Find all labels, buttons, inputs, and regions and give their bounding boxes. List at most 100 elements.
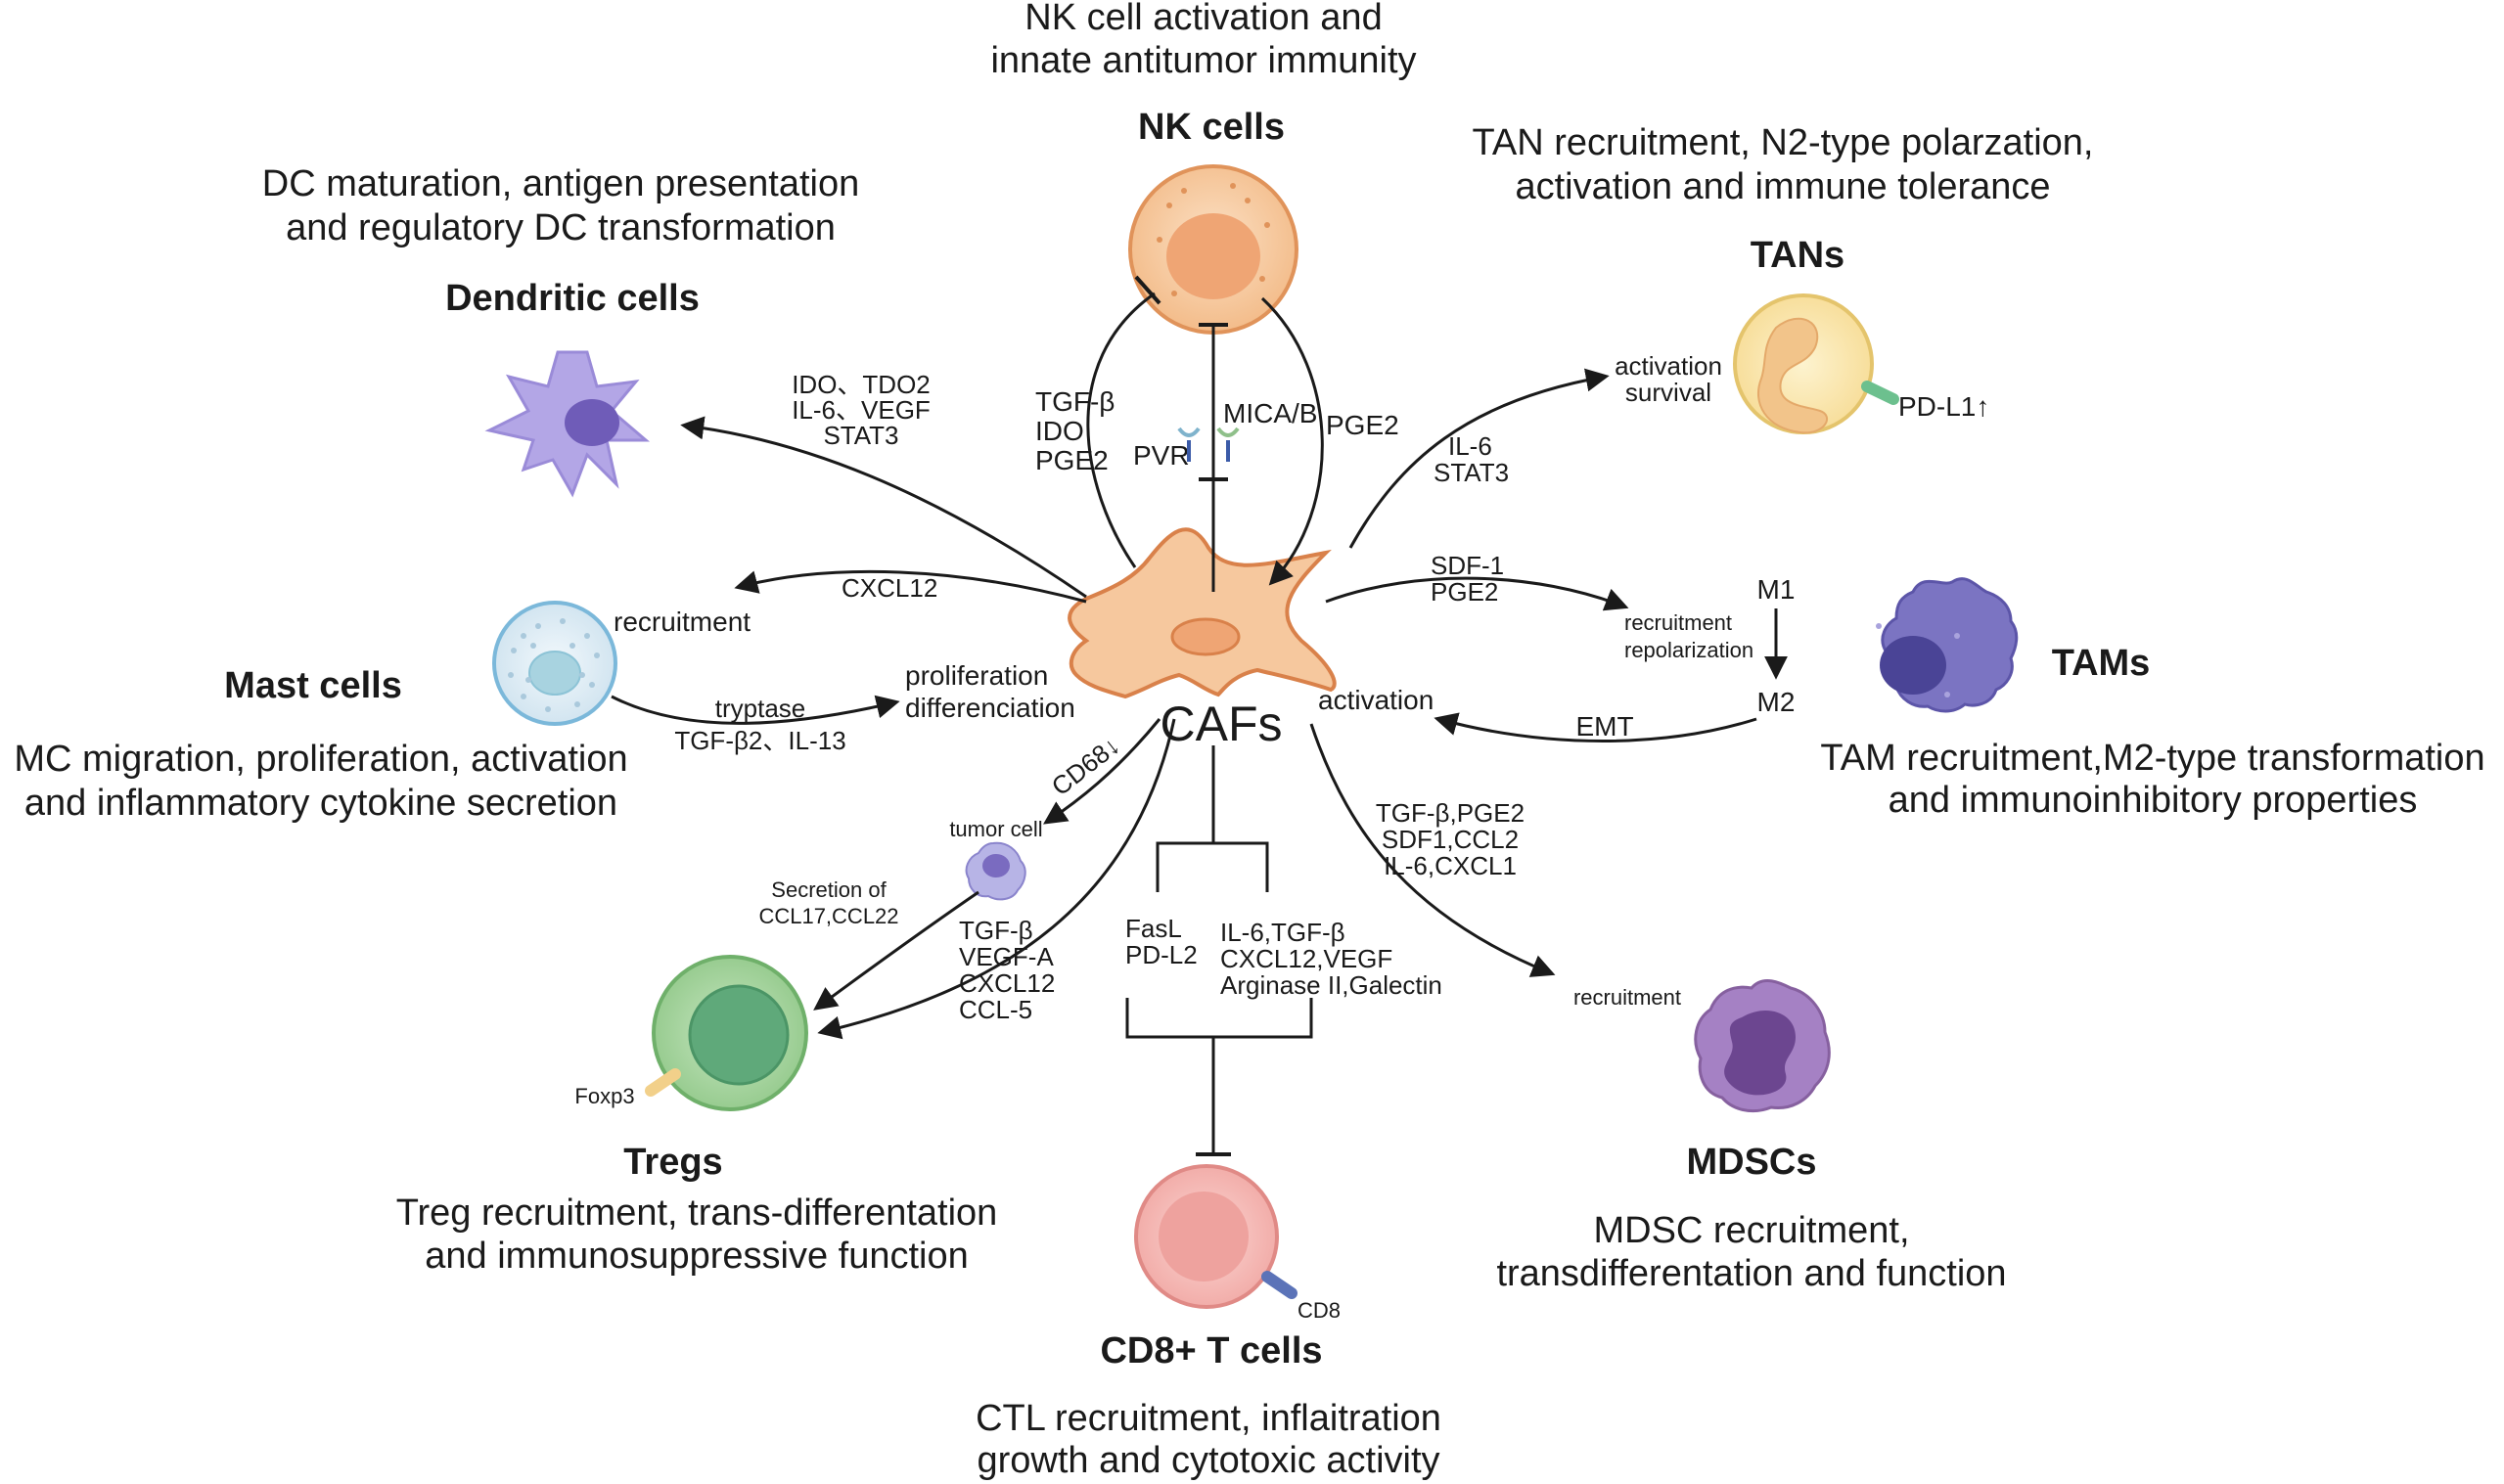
mast-arrow-recruitment [734,569,1087,604]
nk-inhibit-arc-left [1086,292,1156,568]
mast-factor-tgf: TGF-β2、IL-13 [674,726,845,755]
nk-desc-line2: innate antitumor immunity [990,40,1416,81]
cd8-factor-fasl: FasL [1125,914,1182,943]
tams-arrow-recruitment [1325,576,1629,611]
mast-desc-line2: and inflammatory cytokine secretion [24,783,617,824]
tams-m1: M1 [1757,574,1796,605]
receptor-icon [1177,427,1240,462]
nk-cell [1128,164,1298,335]
dc-title: Dendritic cells [445,278,700,319]
tams-activation: activation [1318,685,1434,715]
dc-arrow [680,416,1087,599]
mdsc-desc-line1: MDSC recruitment, [1593,1210,1909,1251]
svg-text:CXCL12: CXCL12 [959,968,1055,998]
mdsc-factors: TGF-β,PGE2 SDF1,CCL2 IL-6,CXCL1 [1376,798,1525,880]
svg-text:IL-6,CXCL1: IL-6,CXCL1 [1384,851,1517,880]
mast-effect-differenciation: differenciation [905,693,1075,723]
tans-title: TANs [1751,235,1844,276]
nk-pge2-label: PGE2 [1326,410,1399,440]
tams-factor-sdf1: SDF-1 [1431,551,1504,580]
pdl1-receptor-icon [1861,381,1899,405]
caf-body [1068,527,1337,699]
cd8-desc-line2: growth and cytotoxic activity [977,1440,1439,1481]
cd8-receptor-icon [1261,1271,1298,1299]
cd8-factor-arginase: Arginase II,Galectin [1220,970,1442,1000]
nk-mica-label: MICA/B [1223,398,1317,428]
treg-cd68: CD68↓ [1046,731,1125,802]
cd8-factor-cxcl12: CXCL12,VEGF [1220,944,1392,973]
treg-arrow-secretion [813,890,979,1011]
tans-arrow [1348,368,1610,549]
foxp3-receptor-icon [645,1068,681,1097]
svg-text:IDO: IDO [1035,416,1084,446]
treg-tumor-label: tumor cell [949,817,1042,841]
tans-desc-line1: TAN recruitment, N2-type polarzation, [1473,122,2094,163]
svg-text:PGE2: PGE2 [1035,445,1109,475]
tans-effect-survival: survival [1625,378,1711,407]
svg-text:TGF-β: TGF-β [1035,386,1115,417]
svg-text:VEGF-A: VEGF-A [959,942,1054,971]
treg-secretion-line2: CCL17,CCL22 [758,904,898,928]
svg-text:CCL-5: CCL-5 [959,995,1032,1024]
tans-effect-activation: activation [1615,351,1722,381]
mast-factor-cxcl12: CXCL12 [842,573,937,603]
nk-left-factors: TGF-β IDO PGE2 [1035,386,1115,475]
caf-label: CAFs [1161,697,1283,751]
mast-factor-tryptase: tryptase [715,694,806,723]
tams-m2: M2 [1757,687,1796,717]
cd8-cell [1134,1164,1279,1309]
dc-factors: IDO、TDO2 IL-6、VEGF STAT3 [792,370,931,450]
mast-title: Mast cells [224,665,402,706]
treg-arrow-cd68 [1043,718,1161,825]
svg-text:TGF-β,PGE2: TGF-β,PGE2 [1376,798,1525,828]
tams-desc-line1: TAM recruitment,M2-type transformation [1820,738,2484,779]
cd8-title: CD8+ T cells [1100,1330,1322,1372]
tams-factor-pge2: PGE2 [1431,577,1498,607]
svg-text:IL-6、VEGF: IL-6、VEGF [792,395,931,425]
svg-text:STAT3: STAT3 [823,421,898,450]
treg-cell [652,955,808,1111]
mast-effect-recruitment: recruitment [614,607,751,637]
mdsc-effect: recruitment [1573,985,1681,1010]
treg-marker: Foxp3 [574,1084,634,1108]
tams-desc-line2: and immunoinhibitory properties [1889,780,2418,821]
mdsc-arrow [1309,723,1556,977]
cd8-factor-il6: IL-6,TGF-β [1220,918,1345,947]
nk-desc-line1: NK cell activation and [1024,0,1382,38]
nk-title: NK cells [1138,107,1285,148]
tans-factor-il6: IL-6 [1448,431,1492,461]
treg-arrow-factors [817,718,1176,1040]
svg-text:TGF-β: TGF-β [959,916,1033,945]
nk-arrow-pge2 [1260,296,1324,586]
mdsc-desc-line2: transdifferentation and function [1496,1253,2006,1294]
nk-pvr-label: PVR [1133,440,1190,471]
tams-emt: EMT [1575,711,1633,742]
treg-title: Tregs [623,1142,722,1183]
dc-desc-line2: and regulatory DC transformation [286,207,836,248]
dendritic-cell [484,350,651,498]
svg-text:SDF1,CCL2: SDF1,CCL2 [1382,825,1519,854]
tan-cell [1733,293,1874,434]
tams-effect-repolarization: repolarization [1624,638,1753,662]
tumor-cell [965,841,1026,901]
tams-arrow-emt [1434,712,1757,742]
tams-effect-recruitment: recruitment [1624,610,1732,635]
treg-secretion-line1: Secretion of [771,877,887,902]
tans-factor-stat3: STAT3 [1434,458,1509,487]
tans-desc-line2: activation and immune tolerance [1515,166,2050,207]
caf-cell [1068,527,1337,699]
mast-arrow-proliferation [611,695,900,725]
tam-cell [1876,577,2019,713]
mast-effect-proliferation: proliferation [905,660,1048,691]
dc-desc-line1: DC maturation, antigen presentation [262,163,859,204]
mdsc-cell [1694,979,1831,1113]
cd8-bracket [1125,745,1313,1156]
cd8-factor-pdl2: PD-L2 [1125,940,1198,969]
svg-text:IDO、TDO2: IDO、TDO2 [792,370,931,399]
mast-desc-line1: MC migration, proliferation, activation [14,739,627,780]
tans-marker: PD-L1↑ [1898,391,1989,422]
mdsc-title: MDSCs [1686,1142,1816,1183]
treg-desc-line1: Treg recruitment, trans-differentation [396,1192,998,1234]
caf-nucleus [1170,617,1241,656]
